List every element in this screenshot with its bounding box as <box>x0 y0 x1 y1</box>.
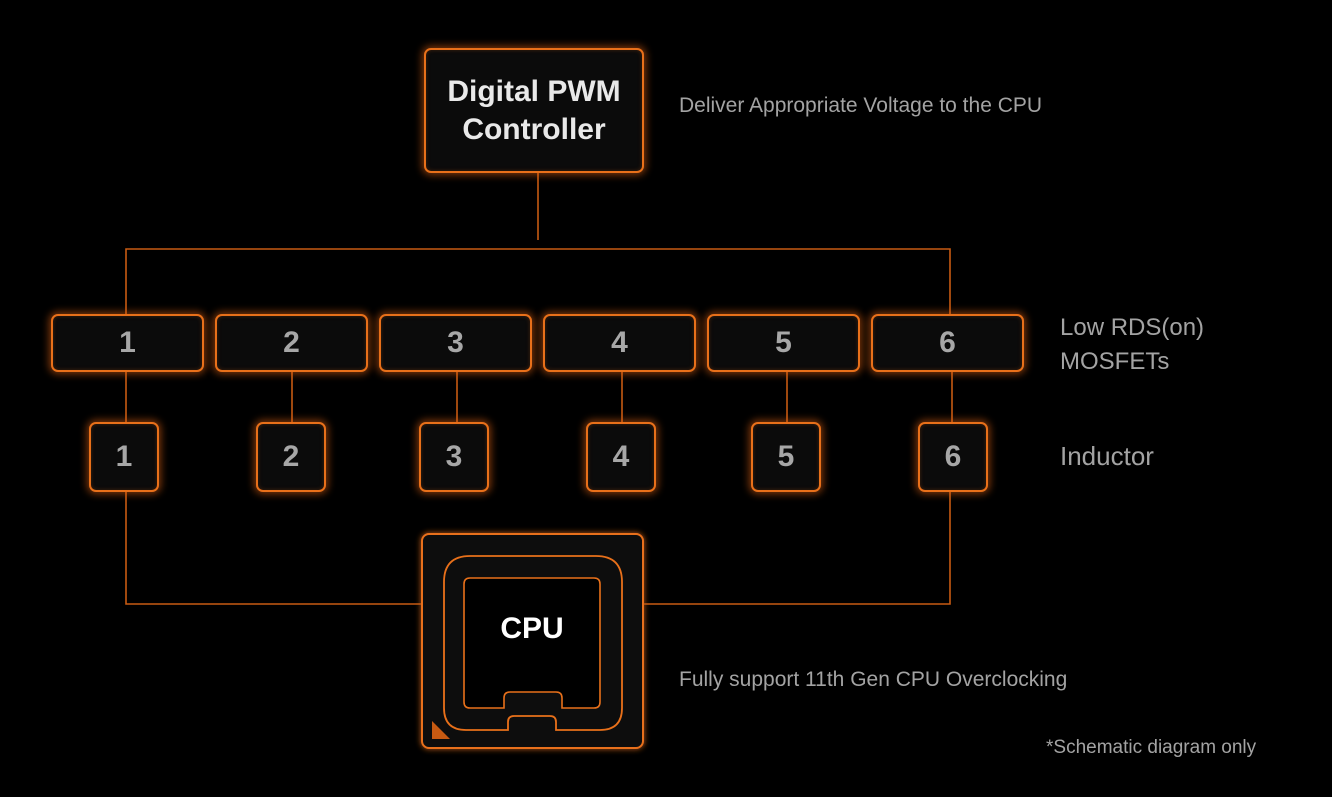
cpu-bus-left <box>125 492 422 605</box>
inductor-box: 1 <box>89 422 159 492</box>
mosfet-box: 3 <box>379 314 532 372</box>
footnote: *Schematic diagram only <box>1046 737 1257 758</box>
mosfet-box: 2 <box>215 314 368 372</box>
cpu-socket-outline <box>443 555 623 731</box>
inductor-box: 6 <box>918 422 988 492</box>
pwm-caption: Deliver Appropriate Voltage to the CPU <box>679 94 1043 117</box>
mosfet-box: 5 <box>707 314 860 372</box>
inductor-box: 5 <box>751 422 821 492</box>
inductor-box: 4 <box>586 422 656 492</box>
pin-one-marker-icon <box>432 721 450 739</box>
cpu-bus-right <box>643 492 951 605</box>
inductor-caption: Inductor <box>1060 441 1154 471</box>
top-bus <box>125 248 951 314</box>
mosfet-box: 6 <box>871 314 1024 372</box>
mosfet-box: 4 <box>543 314 696 372</box>
cpu-label: CPU <box>500 612 564 645</box>
mosfet-caption: Low RDS(on) MOSFETs <box>1060 314 1205 375</box>
inductor-box: 3 <box>419 422 489 492</box>
pwm-controller-box: Digital PWM Controller <box>424 48 644 173</box>
cpu-die <box>463 577 601 709</box>
cpu-caption: Fully support 11th Gen CPU Overclocking <box>679 668 1068 691</box>
inductor-box: 2 <box>256 422 326 492</box>
mosfet-box: 1 <box>51 314 204 372</box>
